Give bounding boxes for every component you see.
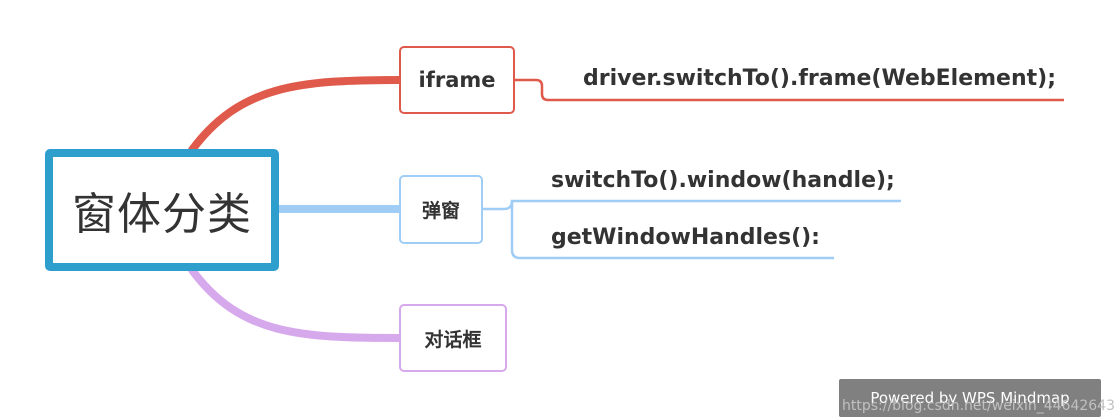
branch-node-dialog[interactable]: 对话框 [399, 304, 507, 372]
connector-root-iframe [188, 76, 404, 154]
connector-root-dialog [188, 266, 404, 342]
root-label: 窗体分类 [72, 189, 252, 240]
branch-label-iframe: iframe [418, 68, 496, 92]
leaf-node-frame[interactable]: driver.switchTo().frame(WebElement); [583, 66, 1056, 91]
branch-label-popup: 弹窗 [421, 200, 460, 222]
connector-iframe-leaf [515, 78, 1064, 102]
leaf-node-window[interactable]: switchTo().window(handle); [551, 168, 895, 193]
watermark-text: Powered by WPS Mindmap [870, 389, 1070, 407]
branch-node-popup[interactable]: 弹窗 [399, 175, 483, 244]
connector-popup-leaf-1 [483, 199, 901, 211]
root-node[interactable]: 窗体分类 [45, 149, 279, 271]
watermark-url: https://blog.csdn.net/weixin_44642643 [841, 398, 1115, 414]
branch-node-iframe[interactable]: iframe [399, 46, 515, 114]
connector-popup-leaf-2 [510, 201, 834, 260]
branch-label-dialog: 对话框 [424, 328, 482, 351]
wps-watermark: Powered by WPS Mindmap [839, 379, 1101, 417]
leaf-node-handles[interactable]: getWindowHandles(): [551, 225, 820, 250]
